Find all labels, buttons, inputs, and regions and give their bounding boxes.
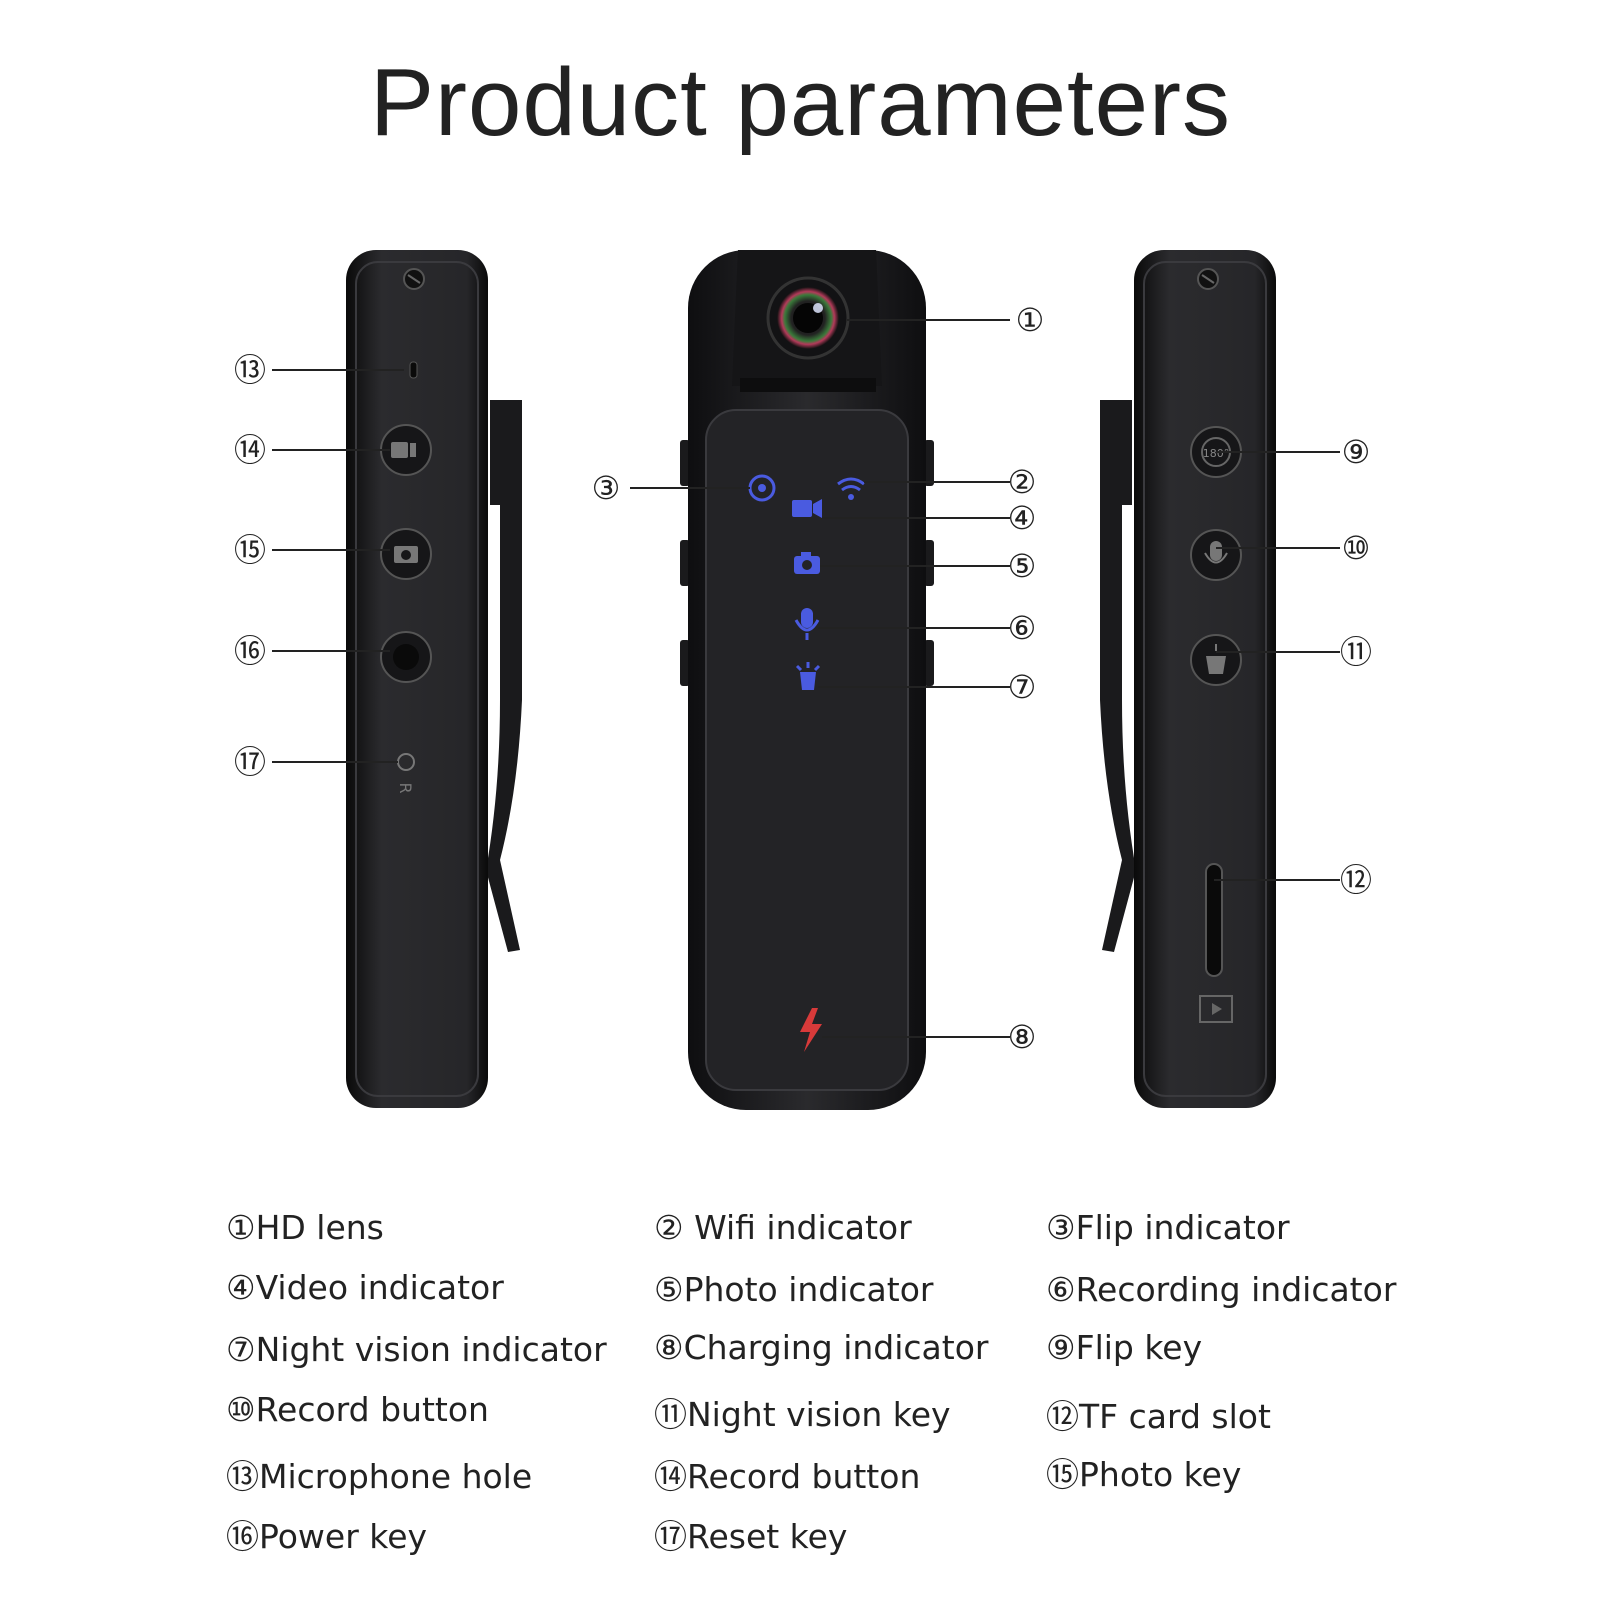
callout-11: ⑪ [1340,633,1372,671]
callout-16: ⑯ [234,632,266,670]
callout-6: ⑥ [1008,609,1037,647]
callout-9: ⑨ [1342,433,1371,471]
reset-mark: R [396,782,415,793]
record-button-side[interactable] [380,424,432,476]
callout-3: ③ [592,469,621,507]
power-key-side[interactable] [380,631,432,683]
belt-clip-right [1100,400,1136,952]
microphone-indicator-icon [794,608,820,640]
night-vision-indicator-icon [795,662,821,690]
record-button-mic-side[interactable] [1190,529,1242,581]
flip-key-mark: 180° [1203,447,1230,460]
callout-12: ⑫ [1340,861,1372,899]
front-panel [705,409,909,1091]
charging-indicator-icon [800,1008,822,1052]
left-side-view: R [346,250,522,1108]
callout-17: ⑰ [234,743,266,781]
legend-item-10: ⑩Record button [226,1390,489,1429]
legend-item-5: ⑤Photo indicator [654,1270,934,1309]
legend-item-15: ⑮Photo key [1046,1455,1242,1494]
callout-2: ② [1008,463,1037,501]
callout-4: ④ [1008,499,1037,537]
legend-item-9: ⑨Flip key [1046,1328,1203,1367]
night-vision-key-side[interactable] [1190,634,1242,686]
legend-item-7: ⑦Night vision indicator [226,1330,607,1369]
callout-5: ⑤ [1008,547,1037,585]
legend-item-3: ③Flip indicator [1046,1208,1290,1247]
tf-card-slot[interactable] [1205,863,1223,977]
callout-13: ⑬ [234,351,266,389]
legend-item-1: ①HD lens [226,1208,384,1247]
callout-15: ⑮ [234,531,266,569]
legend-item-16: ⑯Power key [226,1517,428,1556]
legend-item-11: ⑪Night vision key [654,1395,951,1434]
hd-lens [766,276,850,360]
front-view [680,250,934,1110]
legend-item-8: ⑧Charging indicator [654,1328,989,1367]
belt-clip-left [486,400,522,952]
right-side-view: 180° [1100,250,1276,1108]
wifi-indicator-icon [837,477,865,500]
legend-item-14: ⑭Record button [654,1457,921,1496]
legend-item-17: ⑰Reset key [654,1517,848,1556]
callout-10: ⑩ [1342,529,1371,567]
legend-item-6: ⑥Recording indicator [1046,1270,1397,1309]
video-indicator-icon [792,499,822,518]
callout-7: ⑦ [1008,668,1037,706]
legend-item-13: ⑬Microphone hole [226,1457,533,1496]
microphone-hole [409,361,418,379]
callout-1: ① [1016,301,1045,339]
callout-14: ⑭ [234,431,266,469]
photo-indicator-icon [794,552,820,574]
tf-card-icon [1199,995,1233,1023]
photo-key-side[interactable] [380,528,432,580]
legend-item-4: ④Video indicator [226,1268,504,1307]
legend-item-2: ② Wifi indicator [654,1208,912,1247]
page-title: Product parameters [369,49,1232,156]
callout-8: ⑧ [1008,1018,1037,1056]
leader-lines [272,319,1340,1038]
legend-item-12: ⑫TF card slot [1046,1397,1271,1436]
